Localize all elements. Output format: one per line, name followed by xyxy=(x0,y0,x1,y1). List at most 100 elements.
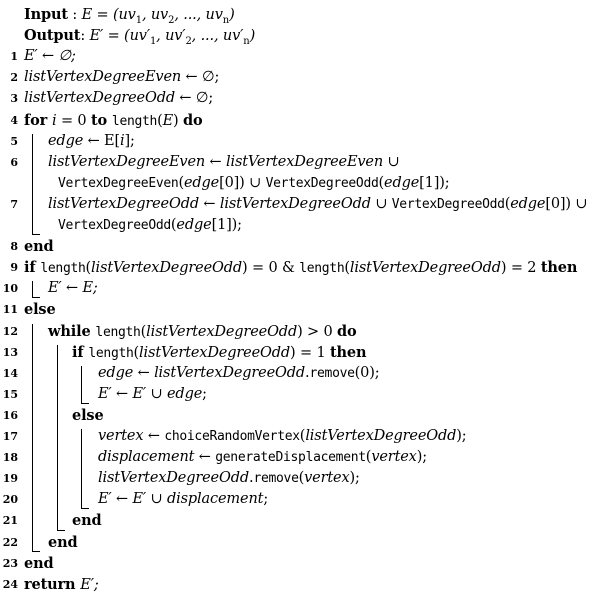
identifier: displacement xyxy=(167,491,264,508)
code-text: E′ ← E′ ∪ xyxy=(98,491,167,508)
identifier: listVertexDegreeOdd xyxy=(48,195,199,212)
block-guide-line xyxy=(32,281,33,299)
block-guide-tick xyxy=(57,529,65,531)
code-text: [0]) ∪ xyxy=(545,195,588,212)
code-text: ( xyxy=(365,449,372,466)
line-number: 7 xyxy=(10,197,18,211)
keyword: else xyxy=(72,406,104,424)
code-text: ); xyxy=(456,428,467,444)
code-text: ( xyxy=(298,470,305,487)
code-text: n xyxy=(243,35,250,47)
identifier: vertex xyxy=(371,449,417,466)
code-text: ( xyxy=(85,260,92,277)
code-text: ← xyxy=(194,449,216,466)
code-text: ( xyxy=(299,428,306,444)
code-text: n xyxy=(222,14,230,26)
header-label: Input xyxy=(24,6,68,23)
keyword: if xyxy=(24,259,41,277)
line-number: 13 xyxy=(2,345,18,359)
code-text: ) = 1 xyxy=(290,344,330,361)
identifier: listVertexDegreeEven xyxy=(225,153,384,170)
code-text: E′ ← E′ ∪ xyxy=(98,385,167,402)
code-text: ) xyxy=(173,112,184,129)
line-number: 20 xyxy=(2,493,18,507)
code-text: ( xyxy=(378,174,385,191)
identifier: edge xyxy=(98,364,134,381)
line-number: 18 xyxy=(2,451,18,465)
code-text: ( xyxy=(504,195,511,212)
code-text: , ..., uv xyxy=(174,7,223,23)
code-text: ); xyxy=(349,470,360,487)
line-number: 3 xyxy=(10,92,18,106)
header-label: Output xyxy=(24,27,81,45)
keyword: do xyxy=(183,111,203,129)
identifier: listVertexDegreeOdd xyxy=(154,364,306,381)
code-text: ( xyxy=(157,112,163,129)
code-text: , uv xyxy=(141,7,169,23)
code-text: ) = 2 xyxy=(500,260,541,277)
identifier: listVertexDegreeOdd xyxy=(219,195,371,212)
code-text: ) > 0 xyxy=(297,323,338,340)
identifier: listVertexDegreeOdd xyxy=(139,344,291,361)
code-text: ( xyxy=(140,323,147,340)
code-text: ) xyxy=(229,7,235,23)
block-guide-tick xyxy=(32,234,40,236)
identifier: listVertexDegreeOdd xyxy=(349,260,501,277)
keyword: to xyxy=(90,111,112,129)
keyword: end xyxy=(72,512,102,530)
line-number: 23 xyxy=(2,556,18,570)
code-text: ← E[ xyxy=(83,132,121,149)
code-text: . xyxy=(305,364,310,381)
function-name: VertexDegreeOdd xyxy=(58,218,171,233)
line-number: 17 xyxy=(2,430,18,443)
line-number: 2 xyxy=(10,71,18,85)
code-text: ( xyxy=(178,174,184,191)
block-guide-line xyxy=(32,323,33,552)
line-number: 16 xyxy=(2,408,18,422)
line-number: 8 xyxy=(10,240,18,254)
line-number: 9 xyxy=(10,261,18,275)
code-text: ← xyxy=(205,153,226,170)
code-text: . xyxy=(248,470,254,487)
code-text: ) xyxy=(249,28,256,45)
block-guide-tick xyxy=(81,508,89,510)
function-name: length xyxy=(95,324,141,340)
code-text: 1 xyxy=(135,14,142,26)
code-text: ← xyxy=(143,428,165,444)
identifier: i xyxy=(120,132,125,149)
block-guide-tick xyxy=(32,550,40,552)
code-text: 1 xyxy=(149,35,157,47)
keyword: then xyxy=(540,259,578,277)
keyword: return xyxy=(24,575,81,593)
identifier: listVertexDegreeOdd xyxy=(305,428,457,444)
identifier: vertex xyxy=(304,470,350,487)
identifier: edge xyxy=(510,195,546,212)
line-number: 21 xyxy=(2,514,18,528)
code-text: ← xyxy=(133,364,155,381)
block-guide-line xyxy=(57,344,58,531)
keyword: if xyxy=(72,343,89,361)
line-number: 14 xyxy=(2,366,18,380)
line-number: 24 xyxy=(2,577,18,591)
function-name: generateDisplacement xyxy=(215,450,366,466)
header-separator: : xyxy=(67,7,82,23)
code-text: [1]); xyxy=(419,174,450,191)
line-number: 15 xyxy=(2,387,18,401)
code-text: E′; xyxy=(80,576,99,593)
code-text: ) = 0 & xyxy=(242,260,300,277)
function-name: remove xyxy=(253,471,299,487)
function-name: length xyxy=(88,345,134,361)
identifier: E xyxy=(162,112,174,129)
code-text: , uv′ xyxy=(156,28,186,45)
code-text: ; xyxy=(263,491,269,508)
identifier: listVertexDegreeOdd xyxy=(24,90,175,107)
block-guide-tick xyxy=(32,297,40,299)
code-text: ]; xyxy=(124,132,135,149)
function-name: remove xyxy=(309,365,355,381)
code-text: [0]) ∪ xyxy=(219,174,266,191)
keyword: then xyxy=(329,343,367,361)
line-number: 1 xyxy=(10,50,18,64)
block-guide-line xyxy=(81,429,82,510)
keyword: end xyxy=(24,238,54,256)
